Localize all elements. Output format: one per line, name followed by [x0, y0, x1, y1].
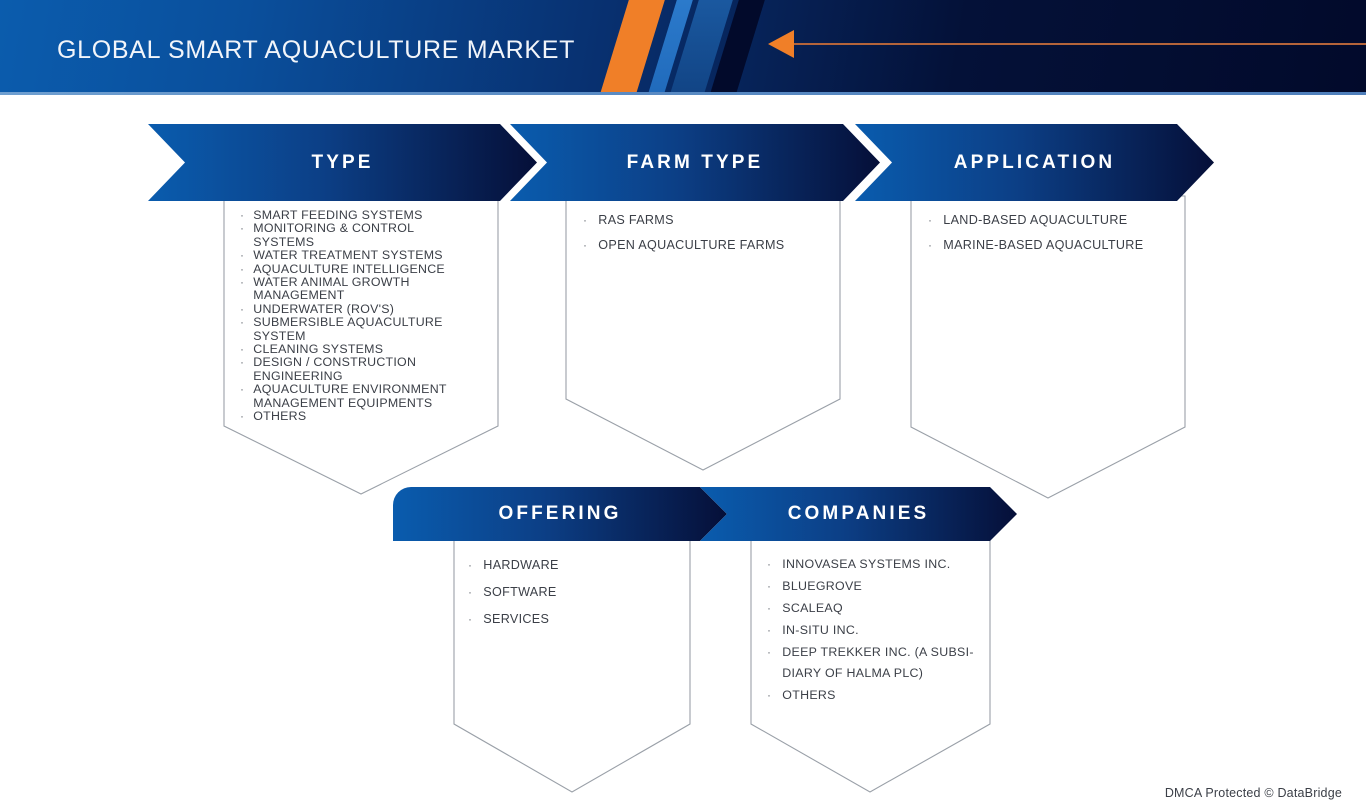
- list-companies: · INNOVASEA SYSTEMS INC. · BLUEGROVE · SCAL…: [767, 554, 975, 707]
- list-item: · WATER ANIMAL GROWTH MANAGEMENT: [240, 275, 476, 303]
- left-arrow-icon: [768, 30, 794, 58]
- list-item-label: SCALEAQ: [782, 601, 843, 615]
- list-item-label: MARINE-BASED AQUACULTURE: [943, 238, 1144, 252]
- bullet-icon: ·: [928, 238, 933, 252]
- bullet-icon: ·: [583, 213, 588, 227]
- list-item-label: WATER TREATMENT SYSTEMS: [253, 248, 443, 263]
- list-application: · LAND-BASED AQUACULTURE · MARINE-BASED AQ…: [928, 213, 1173, 263]
- list-type: · SMART FEEDING SYSTEMS · MONITORING & CON…: [240, 208, 476, 424]
- bullet-icon: ·: [240, 342, 245, 357]
- list-item: · UNDERWATER (ROV'S): [240, 301, 476, 316]
- bullet-icon: ·: [468, 612, 473, 626]
- bullet-icon: ·: [468, 585, 473, 599]
- list-item-label: SUBMERSIBLE AQUACULTURE SYSTEM: [253, 315, 443, 343]
- list-item-label: OTHERS: [253, 409, 307, 424]
- list-item: · BLUEGROVE: [767, 576, 975, 597]
- bullet-icon: ·: [767, 623, 772, 637]
- list-item-label: BLUEGROVE: [782, 579, 863, 593]
- list-item: · MONITORING & CONTROL SYSTEMS: [240, 221, 476, 249]
- list-farm-type: · RAS FARMS · OPEN AQUACULTURE FARMS: [583, 213, 823, 263]
- bullet-icon: ·: [240, 301, 245, 316]
- page-title: GLOBAL SMART AQUACULTURE MARKET: [57, 36, 576, 64]
- banner-label-offering: OFFERING: [498, 503, 622, 524]
- bullet-icon: ·: [240, 355, 245, 370]
- list-item: · OTHERS: [767, 685, 975, 706]
- bullet-icon: ·: [767, 645, 772, 659]
- banner-offering[interactable]: OFFERING: [393, 487, 727, 541]
- banner-application[interactable]: APPLICATION: [855, 124, 1214, 201]
- header-arrow-line: [793, 43, 1366, 45]
- list-item-label: IN-SITU INC.: [782, 623, 859, 637]
- list-item: · SUBMERSIBLE AQUACULTURE SYSTEM: [240, 315, 476, 343]
- banner-type[interactable]: TYPE: [148, 124, 537, 201]
- list-item-label: UNDERWATER (ROV'S): [253, 301, 395, 316]
- list-item: · RAS FARMS: [583, 213, 823, 227]
- list-item-label: DEEP TREKKER INC. (A SUBSI-DIARY OF HALM…: [782, 645, 974, 680]
- bullet-icon: ·: [240, 208, 245, 222]
- list-item: · LAND-BASED AQUACULTURE: [928, 213, 1173, 227]
- bullet-icon: ·: [767, 601, 772, 615]
- list-item: · OTHERS: [240, 409, 476, 424]
- list-item: · SOFTWARE: [468, 585, 668, 600]
- list-item: · SCALEAQ: [767, 598, 975, 619]
- bullet-icon: ·: [240, 248, 245, 263]
- list-item: · SMART FEEDING SYSTEMS: [240, 208, 476, 222]
- banner-label-type: TYPE: [311, 151, 374, 173]
- page-header: GLOBAL SMART AQUACULTURE MARKET: [0, 0, 1366, 95]
- list-item: · INNOVASEA SYSTEMS INC.: [767, 554, 975, 575]
- list-item-label: LAND-BASED AQUACULTURE: [943, 213, 1128, 227]
- list-item-label: AQUACULTURE ENVIRONMENT MANAGEMENT EQUIP…: [253, 382, 447, 410]
- list-item: · DESIGN / CONSTRUCTION ENGINEERING: [240, 356, 476, 383]
- bullet-icon: ·: [468, 558, 473, 572]
- list-item-label: SMART FEEDING SYSTEMS: [253, 208, 423, 222]
- list-item-label: RAS FARMS: [598, 213, 674, 227]
- bullet-icon: ·: [240, 315, 245, 330]
- bullet-icon: ·: [767, 557, 772, 571]
- footer-copyright: DMCA Protected © DataBridge: [1164, 786, 1342, 800]
- banner-label-companies: COMPANIES: [787, 503, 930, 524]
- list-item-label: OPEN AQUACULTURE FARMS: [598, 238, 785, 252]
- list-item-label: HARDWARE: [483, 558, 559, 572]
- bullet-icon: ·: [767, 579, 772, 593]
- list-item-label: INNOVASEA SYSTEMS INC.: [782, 557, 951, 571]
- bullet-icon: ·: [240, 221, 245, 236]
- list-item-label: SERVICES: [483, 612, 550, 626]
- bullet-icon: ·: [240, 261, 245, 276]
- list-item: · OPEN AQUACULTURE FARMS: [583, 238, 823, 252]
- list-item-label: AQUACULTURE INTELLIGENCE: [253, 261, 445, 276]
- list-item: · AQUACULTURE ENVIRONMENT MANAGEMENT EQUI…: [240, 382, 476, 410]
- bullet-icon: ·: [240, 275, 245, 290]
- list-item: · SERVICES: [468, 612, 668, 627]
- bullet-icon: ·: [928, 213, 933, 227]
- banner-farm-type[interactable]: FARM TYPE: [510, 124, 880, 201]
- header-bottom-rule: [0, 92, 1366, 95]
- list-item: · CLEANING SYSTEMS: [240, 342, 476, 357]
- list-item-label: SOFTWARE: [483, 585, 557, 599]
- list-item: · IN-SITU INC.: [767, 620, 975, 641]
- list-offering: · HARDWARE · SOFTWARE · SERVICES: [468, 558, 668, 639]
- list-item: · AQUACULTURE INTELLIGENCE: [240, 261, 476, 276]
- list-item-label: DESIGN / CONSTRUCTION ENGINEERING: [253, 355, 417, 383]
- banner-companies[interactable]: COMPANIES: [700, 487, 1017, 541]
- bullet-icon: ·: [240, 409, 245, 424]
- list-item-label: MONITORING & CONTROL SYSTEMS: [253, 221, 414, 249]
- list-item-label: WATER ANIMAL GROWTH MANAGEMENT: [253, 275, 410, 303]
- list-item-label: CLEANING SYSTEMS: [253, 342, 384, 357]
- bullet-icon: ·: [767, 688, 772, 702]
- list-item: · HARDWARE: [468, 558, 668, 573]
- bullet-icon: ·: [583, 238, 588, 252]
- list-item: · DEEP TREKKER INC. (A SUBSI-DIARY OF HAL…: [767, 642, 975, 684]
- bullet-icon: ·: [240, 382, 245, 397]
- banner-label-farm-type: FARM TYPE: [626, 151, 764, 173]
- banner-label-application: APPLICATION: [953, 151, 1116, 173]
- list-item: · MARINE-BASED AQUACULTURE: [928, 238, 1173, 252]
- list-item: · WATER TREATMENT SYSTEMS: [240, 248, 476, 263]
- list-item-label: OTHERS: [782, 688, 836, 702]
